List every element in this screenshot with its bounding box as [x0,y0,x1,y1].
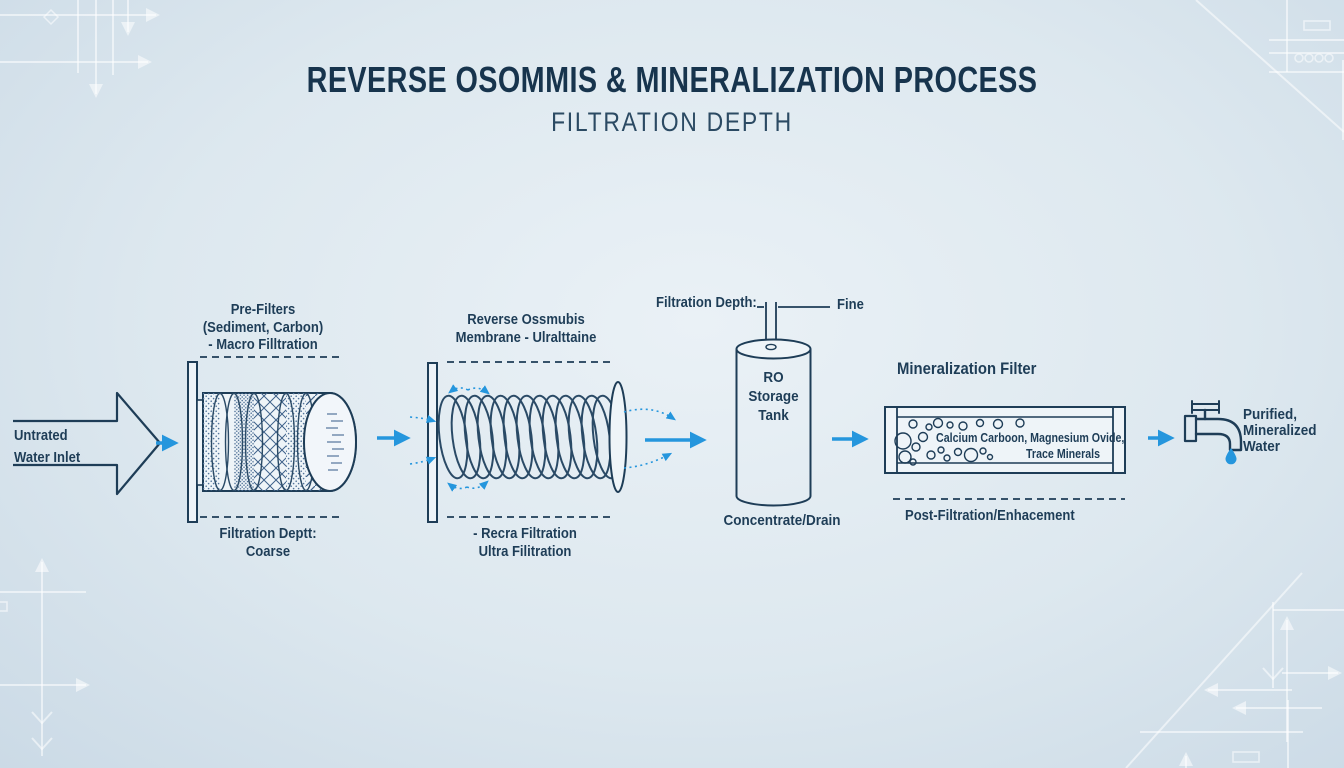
membrane-caption-line1: - Recra Filtration [473,526,577,542]
prefilter-heading: Pre-Filters (Sediment, Carbon) - Macro F… [173,302,353,355]
outlet-label-line1: Purified, [1243,406,1298,423]
membrane-caption-line2: Ultra Filitration [478,544,572,560]
prefilter-caption-line2: Coarse [245,544,291,560]
page-subtitle: FILTRATION DEPTH [551,107,793,137]
inlet-label: Untrated Water Inlet [14,425,80,469]
mineralization-heading: Mineralization Filter [897,360,1037,378]
inlet-label-line1: Untrated [14,428,68,444]
membrane-heading-line1: Reverse Ossmubis [467,312,585,328]
prefilter-heading-line1: Pre-Filters [230,302,296,318]
mineralization-content-line2: Trace Minerals [1026,446,1101,461]
outlet-label: Purified, Mineralized Water [1243,407,1317,455]
tank-name-line1: RO [763,369,784,386]
water-drop-icon [1225,448,1237,465]
tank-name: RO Storage Tank [740,368,808,425]
tank-depth-value: Fine [837,297,864,313]
ro-storage-tank-illustration [735,302,830,507]
prefilter-heading-line2: (Sediment, Carbon) [202,319,324,336]
outlet-label-line3: Water [1243,438,1281,455]
tank-name-line3: Tank [758,407,789,424]
tank-name-line2: Storage [748,388,799,405]
membrane-caption: - Recra Filtration Ultra Filitration [435,525,615,561]
mineralization-caption: Post-Filtration/Enhacement [905,508,1075,524]
prefilter-caption: Filtration Deptt: Coarse [180,525,356,561]
membrane-coil-illustration [409,361,676,523]
faucet-icon [1183,400,1243,452]
outlet-label-line2: Mineralized [1243,422,1317,439]
mineralization-cartridge-illustration [884,406,1126,474]
page-title: REVERSE OSOMMIS & MINERALIZATION PROCESS [306,59,1038,100]
prefilter-cartridge-illustration [187,356,357,523]
prefilter-heading-line3: - Macro Filltration [208,337,318,353]
tank-caption: Concentrate/Drain [723,512,841,529]
tank-depth-label: Filtration Depth: [656,295,757,311]
membrane-heading-line2: Membrane - Ulralttaine [455,329,597,346]
membrane-heading: Reverse Ossmubis Membrane - Ulralttaine [436,312,616,347]
mineralization-content-line1: Calcium Carboon, Magnesium Ovide, [936,430,1125,445]
inlet-label-line2: Water Inlet [14,450,81,466]
prefilter-caption-line1: Filtration Deptt: [219,526,317,542]
